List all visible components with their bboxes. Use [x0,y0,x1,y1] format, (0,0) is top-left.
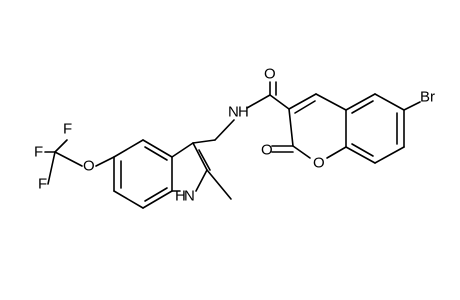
bond [288,93,317,110]
atom-label-fluorine: F [34,144,43,161]
atom-label-bromine: Br [420,89,435,106]
bond [288,108,294,147]
bond [206,169,232,200]
bond [192,139,216,144]
bond [403,101,421,111]
atom-label-oxygen: O [264,66,276,83]
bond [171,142,194,158]
bond [269,94,290,110]
bond [113,139,144,158]
bond [246,94,271,109]
atom-label-nitrogen: N [184,188,195,205]
atom-label-hydrogen: H [175,188,186,205]
bond [54,139,68,153]
bond [374,146,405,164]
atom-label-group: F F F O N H O O O Br N H [34,66,435,205]
bond [374,93,405,111]
bond [294,100,316,114]
bond [198,149,211,171]
bond [326,146,347,159]
bond [315,93,347,111]
bond [113,190,144,209]
bond [292,145,311,159]
atom-label-fluorine: F [38,176,47,193]
bond [192,142,208,171]
atom-label-nitrogen: N [228,104,239,121]
atom-label-fluorine: F [63,121,72,138]
bond [195,169,208,192]
bond [345,93,376,111]
bond [214,119,235,141]
atom-label-oxygen: O [83,158,95,175]
bond [142,139,173,158]
bond-group [44,81,421,209]
bond [144,146,168,161]
bond [345,146,376,164]
atom-label-hydrogen: H [238,104,249,121]
bond [47,151,56,185]
bond [144,187,168,202]
bond [351,100,374,114]
bond [54,151,83,167]
atom-label-oxygen: O [261,142,273,159]
bond [95,156,115,167]
atom-label-oxygen: O [313,155,325,172]
bond [142,190,173,209]
bond [351,143,374,157]
